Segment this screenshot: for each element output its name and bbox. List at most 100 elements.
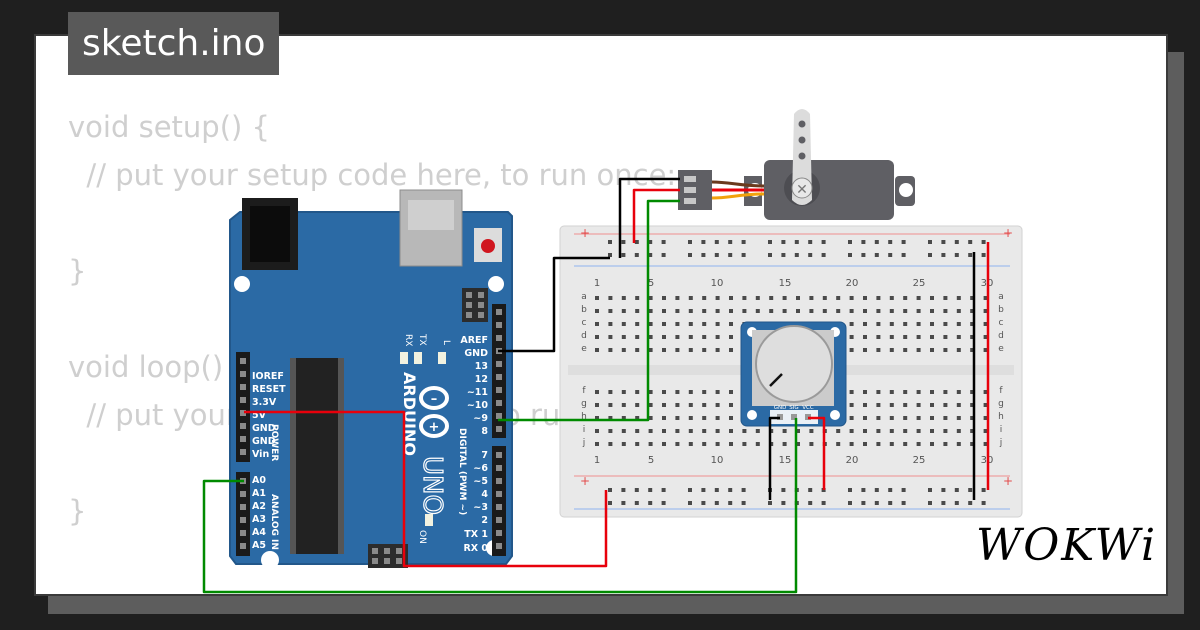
column-number: 25 bbox=[913, 455, 926, 466]
hole bbox=[849, 348, 854, 352]
hole bbox=[675, 403, 680, 407]
hole bbox=[809, 296, 814, 300]
potentiometer-pin-labels: GND SIG VCC bbox=[774, 405, 814, 411]
code-line: void setup() { bbox=[68, 110, 270, 144]
potentiometer-knob[interactable] bbox=[755, 325, 833, 403]
potentiometer[interactable]: GND SIG VCC bbox=[740, 321, 847, 427]
hole bbox=[715, 348, 720, 352]
hole bbox=[742, 309, 747, 313]
hole bbox=[662, 416, 666, 420]
hole bbox=[769, 309, 774, 313]
row-letter: h bbox=[998, 412, 1004, 422]
pin-label: A0 bbox=[252, 475, 266, 486]
row-letter: h bbox=[581, 412, 587, 422]
wokwi-logo: WOKWi bbox=[976, 520, 1158, 571]
hole bbox=[836, 309, 841, 313]
hole bbox=[688, 322, 693, 326]
row-letter: j bbox=[582, 438, 586, 448]
wire-pot-vcc[interactable] bbox=[808, 416, 826, 490]
hole bbox=[741, 253, 746, 257]
hole bbox=[928, 253, 932, 257]
hole bbox=[983, 335, 988, 339]
hole bbox=[688, 403, 693, 407]
hole bbox=[675, 390, 680, 394]
hole bbox=[888, 501, 893, 505]
hole bbox=[849, 322, 854, 326]
arduino-uno-board[interactable]: IOREF RESET 3.3V 5V GND GND Vin A0 A1 A2… bbox=[229, 189, 513, 569]
hole bbox=[903, 442, 908, 446]
hole bbox=[675, 296, 680, 300]
close-icon: ✕ bbox=[796, 182, 808, 198]
hole bbox=[701, 501, 706, 505]
hole bbox=[782, 442, 787, 446]
hole bbox=[889, 429, 894, 433]
board-model-label: UNO bbox=[417, 456, 447, 515]
hole bbox=[809, 429, 814, 433]
hole bbox=[688, 335, 693, 339]
hole bbox=[889, 335, 894, 339]
hole bbox=[496, 413, 502, 419]
wires[interactable] bbox=[202, 177, 990, 594]
wire-a0[interactable] bbox=[202, 418, 798, 594]
wire-gnd[interactable] bbox=[498, 256, 610, 353]
hole bbox=[916, 390, 921, 394]
file-tab[interactable]: sketch.ino bbox=[68, 12, 280, 75]
wire-5v[interactable] bbox=[244, 410, 608, 568]
hole bbox=[478, 292, 484, 298]
hole bbox=[729, 416, 733, 420]
hole bbox=[648, 309, 653, 313]
led-label: L bbox=[441, 340, 451, 345]
hole bbox=[595, 322, 599, 326]
hole bbox=[983, 390, 988, 394]
hole bbox=[701, 240, 706, 244]
wire-servo-vcc[interactable] bbox=[632, 188, 680, 243]
hole bbox=[608, 442, 613, 446]
hole bbox=[849, 390, 854, 394]
wire-servo-signal[interactable] bbox=[498, 199, 680, 422]
hole bbox=[983, 403, 988, 407]
hole bbox=[848, 501, 852, 505]
hole bbox=[688, 442, 693, 446]
hole bbox=[595, 335, 599, 339]
hole bbox=[781, 488, 786, 492]
hole bbox=[848, 488, 852, 492]
hole bbox=[662, 403, 666, 407]
hole bbox=[796, 309, 800, 313]
power-header-label: POWER bbox=[269, 424, 279, 461]
wire-pot-gnd[interactable] bbox=[768, 416, 780, 500]
hole bbox=[675, 335, 680, 339]
hole bbox=[648, 403, 653, 407]
hole bbox=[608, 309, 613, 313]
hole bbox=[755, 442, 760, 446]
svg-text:–: – bbox=[431, 392, 438, 407]
hole bbox=[608, 335, 613, 339]
hole bbox=[889, 322, 894, 326]
hole bbox=[729, 390, 733, 394]
servo-motor[interactable]: ✕ bbox=[678, 109, 915, 220]
hole bbox=[916, 296, 921, 300]
code-line: // put your setup code here, to run once… bbox=[68, 158, 677, 192]
hole bbox=[901, 253, 906, 257]
hole bbox=[863, 322, 867, 326]
hole bbox=[715, 442, 720, 446]
hole bbox=[876, 348, 881, 352]
hole bbox=[742, 296, 747, 300]
hole bbox=[889, 309, 894, 313]
led-label: TX bbox=[417, 333, 427, 346]
hole bbox=[849, 416, 854, 420]
hole bbox=[903, 429, 908, 433]
pin-label: Vin bbox=[252, 449, 269, 460]
wire-servo-gnd[interactable] bbox=[618, 177, 680, 258]
hole bbox=[768, 501, 772, 505]
hole bbox=[796, 429, 800, 433]
hole bbox=[702, 322, 707, 326]
hole bbox=[729, 335, 733, 339]
hole bbox=[240, 436, 246, 442]
hole bbox=[808, 253, 813, 257]
hole bbox=[861, 253, 866, 257]
hole bbox=[675, 416, 680, 420]
hole bbox=[688, 296, 693, 300]
hole bbox=[876, 309, 881, 313]
hole bbox=[954, 253, 959, 257]
